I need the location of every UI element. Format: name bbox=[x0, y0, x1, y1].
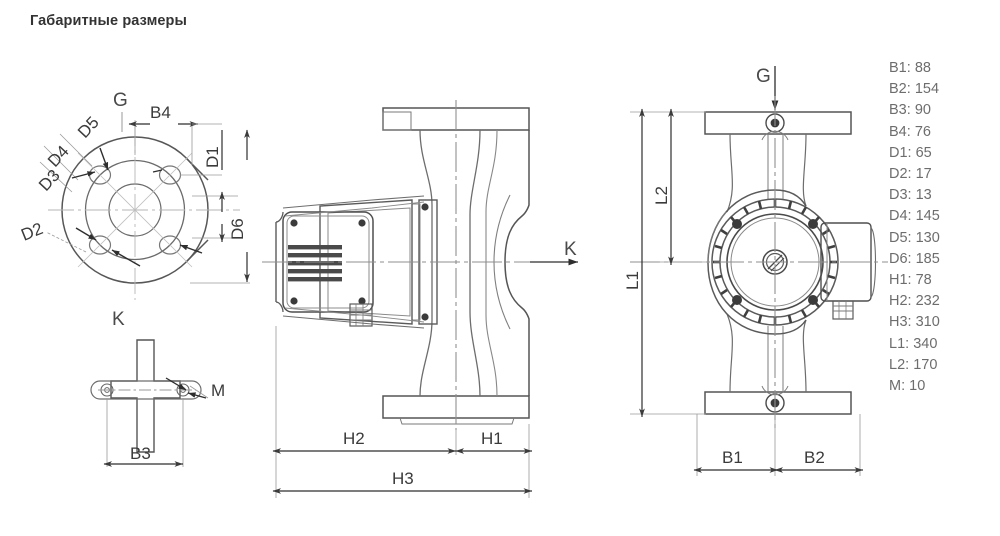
spec-value: 232 bbox=[915, 293, 940, 310]
spec-row: D3: 13 bbox=[889, 187, 932, 204]
spec-row: D4: 145 bbox=[889, 208, 940, 225]
spec-value: 170 bbox=[913, 356, 938, 373]
spec-row: B4: 76 bbox=[889, 123, 931, 140]
spec-key: D6 bbox=[889, 250, 908, 267]
flange-dim-b4-group: B4 bbox=[128, 103, 198, 165]
spec-row: M: 10 bbox=[889, 378, 926, 395]
side-view-dim-h3: H3 bbox=[392, 469, 414, 488]
spec-row: H3: 310 bbox=[889, 314, 940, 331]
spec-key: B4 bbox=[889, 123, 907, 140]
flange-dim-b4: B4 bbox=[150, 103, 171, 122]
spec-value: 76 bbox=[914, 123, 931, 140]
terminal-box-vents bbox=[288, 245, 342, 282]
page-title: Габаритные размеры bbox=[30, 13, 187, 29]
spec-value: 154 bbox=[914, 81, 940, 98]
front-view-dim-b-group: B1 B2 bbox=[693, 414, 863, 476]
side-view-dim-h1: H1 bbox=[481, 429, 503, 448]
spec-value: 185 bbox=[915, 250, 940, 267]
side-view-dim-h2: H2 bbox=[343, 429, 365, 448]
spec-key: D1 bbox=[889, 144, 908, 161]
detail-k-label: K bbox=[112, 309, 125, 330]
side-view-dim-h-group: H2 H1 H3 bbox=[272, 326, 532, 498]
spec-key: H2 bbox=[889, 293, 908, 310]
front-view-dim-b1: B1 bbox=[722, 448, 743, 467]
spec-key: H3 bbox=[889, 314, 908, 331]
spec-value: 13 bbox=[915, 187, 932, 204]
spec-key: B3 bbox=[889, 102, 907, 119]
spec-row: B2: 154 bbox=[889, 81, 940, 98]
spec-row: B3: 90 bbox=[889, 102, 931, 119]
spec-value: 145 bbox=[915, 208, 940, 225]
flange-dim-d1-group: D1 bbox=[180, 123, 223, 176]
spec-value: 130 bbox=[915, 229, 940, 246]
spec-row: D2: 17 bbox=[889, 166, 932, 183]
spec-key: D2 bbox=[889, 166, 908, 183]
detail-k-view: K M B3 bbox=[90, 309, 225, 467]
spec-row: D1: 65 bbox=[889, 144, 932, 161]
pump-front-view: G bbox=[623, 66, 888, 476]
spec-value: 310 bbox=[915, 314, 940, 331]
front-view-section-marker-g: G bbox=[756, 66, 771, 87]
spec-value: 65 bbox=[915, 144, 932, 161]
spec-row: L1: 340 bbox=[889, 335, 938, 352]
spec-key: M bbox=[889, 378, 902, 395]
detail-k-dim-b3-group: B3 bbox=[103, 398, 184, 467]
flange-section-marker-g: G bbox=[113, 90, 128, 111]
spec-row: H2: 232 bbox=[889, 293, 940, 310]
detail-k-dim-m: M bbox=[211, 381, 225, 400]
spec-key: B1 bbox=[889, 60, 907, 76]
side-view-section-marker-k: K bbox=[564, 239, 577, 260]
front-view-dim-l1: L1 bbox=[623, 271, 642, 290]
spec-row: D6: 185 bbox=[889, 250, 940, 267]
front-view-dim-b2: B2 bbox=[804, 448, 825, 467]
spec-key: D3 bbox=[889, 187, 908, 204]
spec-value: 90 bbox=[914, 102, 931, 119]
flange-face-view: G bbox=[18, 90, 250, 300]
pump-side-view: K H2 H1 H3 bbox=[262, 100, 578, 498]
flange-dim-d6-group: D6 bbox=[190, 129, 250, 284]
spec-key: D4 bbox=[889, 208, 908, 225]
front-view-dim-l2: L2 bbox=[652, 186, 671, 205]
spec-value: 10 bbox=[909, 378, 926, 395]
front-view-dim-l-group: L1 L2 bbox=[623, 108, 706, 417]
spec-value: 88 bbox=[914, 60, 931, 76]
flange-dim-d2: D2 bbox=[18, 219, 45, 245]
spec-key: B2 bbox=[889, 81, 907, 98]
flange-dim-d6: D6 bbox=[228, 218, 247, 240]
flange-dim-d5: D5 bbox=[74, 113, 103, 142]
spec-row: B1: 88 bbox=[889, 60, 931, 76]
spec-key: L1 bbox=[889, 335, 906, 352]
spec-key: D5 bbox=[889, 229, 908, 246]
spec-value: 340 bbox=[913, 335, 938, 352]
spec-key: H1 bbox=[889, 272, 908, 289]
spec-key: L2 bbox=[889, 356, 906, 373]
spec-value: 17 bbox=[915, 166, 932, 183]
spec-value: 78 bbox=[915, 272, 932, 289]
spec-row: L2: 170 bbox=[889, 356, 938, 373]
detail-k-dim-b3: B3 bbox=[130, 444, 151, 463]
spec-row: H1: 78 bbox=[889, 272, 932, 289]
flange-dim-d1: D1 bbox=[203, 146, 222, 168]
flange-dim-d3: D3 bbox=[35, 166, 64, 195]
spec-row: D5: 130 bbox=[889, 229, 940, 246]
